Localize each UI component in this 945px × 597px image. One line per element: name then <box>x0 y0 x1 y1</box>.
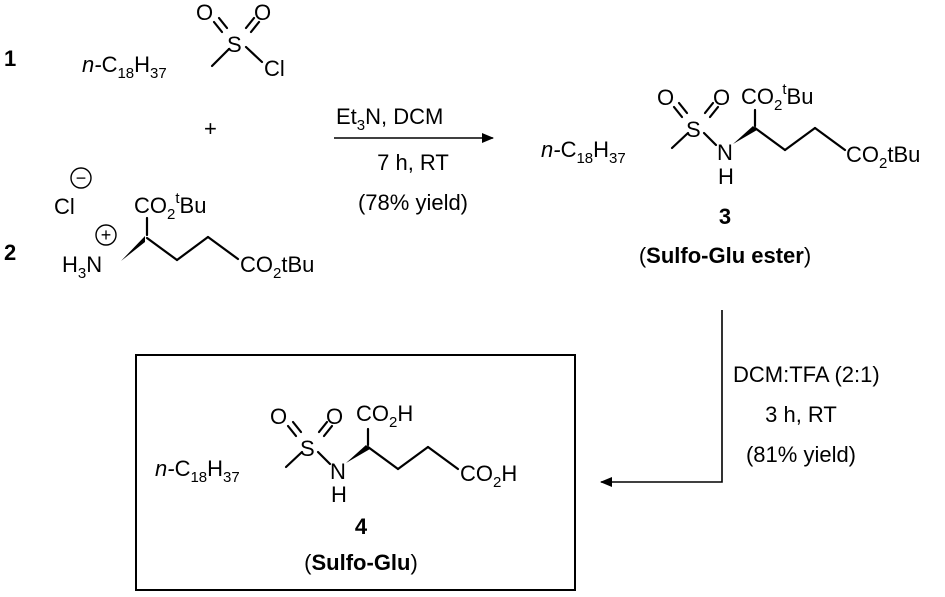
reaction-step-2: DCM:TFA (2:1) 3 h, RT (81% yield) <box>600 310 880 487</box>
compound-3-number: 3 <box>719 204 731 229</box>
oxygen-atom: O <box>270 404 287 429</box>
bond <box>366 445 400 471</box>
bond <box>316 450 332 466</box>
bond-double <box>244 16 256 30</box>
ester-bottom: CO2tBu <box>240 252 314 282</box>
amide-h: H <box>331 482 347 507</box>
compound-4-chain: n-C18H37 <box>155 456 240 486</box>
compound-3-name: (Sulfo-Glu ester) <box>639 243 811 268</box>
bond <box>753 126 787 152</box>
bond <box>702 131 718 147</box>
negative-charge-sign: − <box>76 168 87 188</box>
compound-4-name: (Sulfo-Glu) <box>304 550 418 575</box>
amide-n: N <box>330 459 346 484</box>
bond <box>813 126 847 152</box>
compound-1: 1 n-C18H37 S O O Cl <box>4 0 285 82</box>
compound-3: n-C18H37 S O O N H CO2tBu CO2tBu 3 (Sulf… <box>541 81 920 268</box>
bond <box>175 235 210 262</box>
negative-charge-circle <box>70 167 92 189</box>
oxygen-atom: O <box>196 0 213 25</box>
sulfur-atom: S <box>227 32 242 57</box>
step-2-yield: (81% yield) <box>746 442 856 467</box>
sulfur-atom: S <box>300 436 315 461</box>
acid-bottom: CO2H <box>460 461 517 491</box>
bond-double <box>249 20 261 34</box>
bond <box>284 450 304 469</box>
bond-double <box>286 424 298 438</box>
oxygen-atom: O <box>254 0 271 25</box>
bond-double <box>217 16 229 30</box>
bond <box>670 131 690 150</box>
bond-double <box>677 101 689 115</box>
ester-bottom: CO2tBu <box>846 142 920 172</box>
compound-4-number: 4 <box>355 514 368 539</box>
oxygen-atom: O <box>326 404 343 429</box>
sulfur-atom: S <box>686 117 701 142</box>
bond-double <box>212 20 224 34</box>
bond <box>396 445 430 471</box>
bond <box>145 236 179 262</box>
bond <box>783 126 817 152</box>
chlorine-atom: Cl <box>264 56 285 81</box>
bond-double <box>317 420 329 434</box>
bond <box>426 445 460 471</box>
compound-1-number: 1 <box>4 46 16 71</box>
positive-charge-sign: + <box>101 225 112 245</box>
bond <box>244 45 264 64</box>
ester-top: CO2tBu <box>741 81 813 114</box>
reaction-arrow-2 <box>600 310 723 487</box>
compound-1-chain: n-C18H37 <box>82 52 167 82</box>
step-1-time: 7 h, RT <box>377 150 449 175</box>
product-box <box>135 354 576 591</box>
reaction-step-1: Et3N, DCM 7 h, RT (78% yield) <box>334 104 494 215</box>
chloride-ion: Cl <box>54 194 75 219</box>
bond-double <box>291 420 303 434</box>
bond <box>210 47 231 68</box>
amide-h: H <box>718 164 734 189</box>
bond-double <box>703 101 715 115</box>
hashed-bond <box>121 236 145 261</box>
oxygen-atom: O <box>713 85 730 110</box>
step-2-solvent: DCM:TFA (2:1) <box>733 362 880 387</box>
compound-4: n-C18H37 S O O N H CO2H CO2H 4 (Sulfo-Gl… <box>135 354 576 591</box>
amide-n: N <box>717 140 733 165</box>
step-1-reagent: Et3N, DCM <box>336 104 443 134</box>
hashed-bond <box>733 126 757 144</box>
bond-double <box>708 105 720 119</box>
positive-charge-circle <box>95 224 117 246</box>
ammonium-group: H3N <box>62 252 102 282</box>
bond <box>206 235 240 261</box>
step-1-yield: (78% yield) <box>358 190 468 215</box>
hashed-bond <box>346 445 370 463</box>
compound-2-number: 2 <box>4 240 16 265</box>
acid-top: CO2H <box>356 401 413 431</box>
compound-2: 2 − Cl + H3N CO2tBu CO2tBu <box>4 167 314 282</box>
step-2-time: 3 h, RT <box>765 402 837 427</box>
ester-top: CO2tBu <box>134 190 206 223</box>
bond-double <box>322 424 334 438</box>
oxygen-atom: O <box>657 85 674 110</box>
compound-3-chain: n-C18H37 <box>541 137 626 167</box>
plus-sign: + <box>204 116 217 141</box>
bond-double <box>672 105 684 119</box>
